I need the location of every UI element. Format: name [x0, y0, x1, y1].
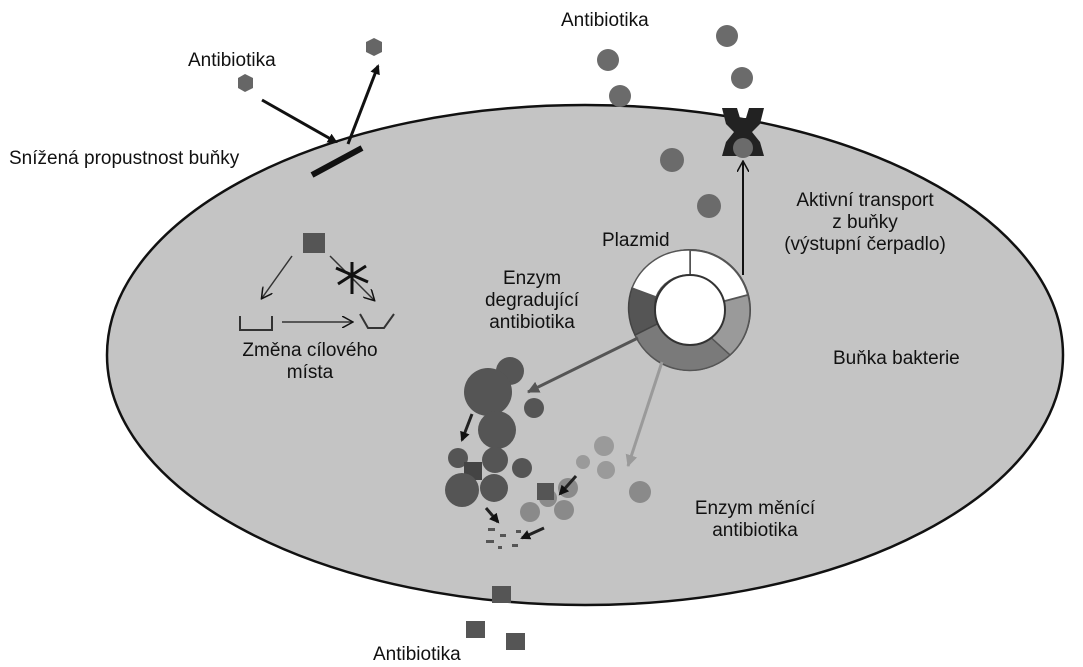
- antibiotic-square: [492, 586, 511, 603]
- antibiotic-square: [303, 233, 325, 253]
- antibiotics-label-top-right: Antibiotika: [561, 10, 649, 32]
- plasmid-label: Plazmid: [602, 230, 670, 252]
- reduced-permeability-label: Snížená propustnost buňky: [9, 148, 239, 170]
- degrading-enzyme-line-2: degradující: [462, 290, 602, 312]
- antibiotics-label-top-left: Antibiotika: [188, 50, 276, 72]
- antibiotics-label-bottom: Antibiotika: [373, 644, 461, 666]
- antibiotic-hexagon: [238, 74, 253, 92]
- arrow-into-membrane: [262, 100, 336, 142]
- degrading-enzyme-line-1: Enzym: [462, 268, 602, 290]
- plasmid: [629, 250, 750, 371]
- antibiotic-circle: [716, 25, 738, 47]
- target-change-line-1: Změna cílového: [215, 340, 405, 362]
- antibiotic-square: [506, 633, 525, 650]
- active-transport-line-3: (výstupní čerpadlo): [745, 234, 985, 256]
- antibiotic-square: [466, 621, 485, 638]
- antibiotic-hexagon: [366, 38, 382, 56]
- antibiotic-circle: [609, 85, 631, 107]
- active-transport-label: Aktivní transport z buňky (výstupní čerp…: [745, 190, 985, 256]
- active-transport-line-1: Aktivní transport: [745, 190, 985, 212]
- target-change-label: Změna cílového místa: [215, 340, 405, 384]
- antibiotic-circle: [697, 194, 721, 218]
- bacterial-cell-label: Buňka bakterie: [833, 348, 960, 370]
- target-change-line-2: místa: [215, 362, 405, 384]
- modifying-enzyme-label: Enzym měnící antibiotika: [660, 498, 850, 542]
- degrading-enzyme-line-3: antibiotika: [462, 312, 602, 334]
- antibiotic-circle: [733, 138, 753, 158]
- antibiotic-circle: [660, 148, 684, 172]
- antibiotic-circle: [731, 67, 753, 89]
- antibiotic-circle: [597, 49, 619, 71]
- active-transport-line-2: z buňky: [745, 212, 985, 234]
- modifying-enzyme-line-1: Enzym měnící: [660, 498, 850, 520]
- degrading-enzyme-label: Enzym degradující antibiotika: [462, 268, 602, 334]
- modifying-enzyme-line-2: antibiotika: [660, 520, 850, 542]
